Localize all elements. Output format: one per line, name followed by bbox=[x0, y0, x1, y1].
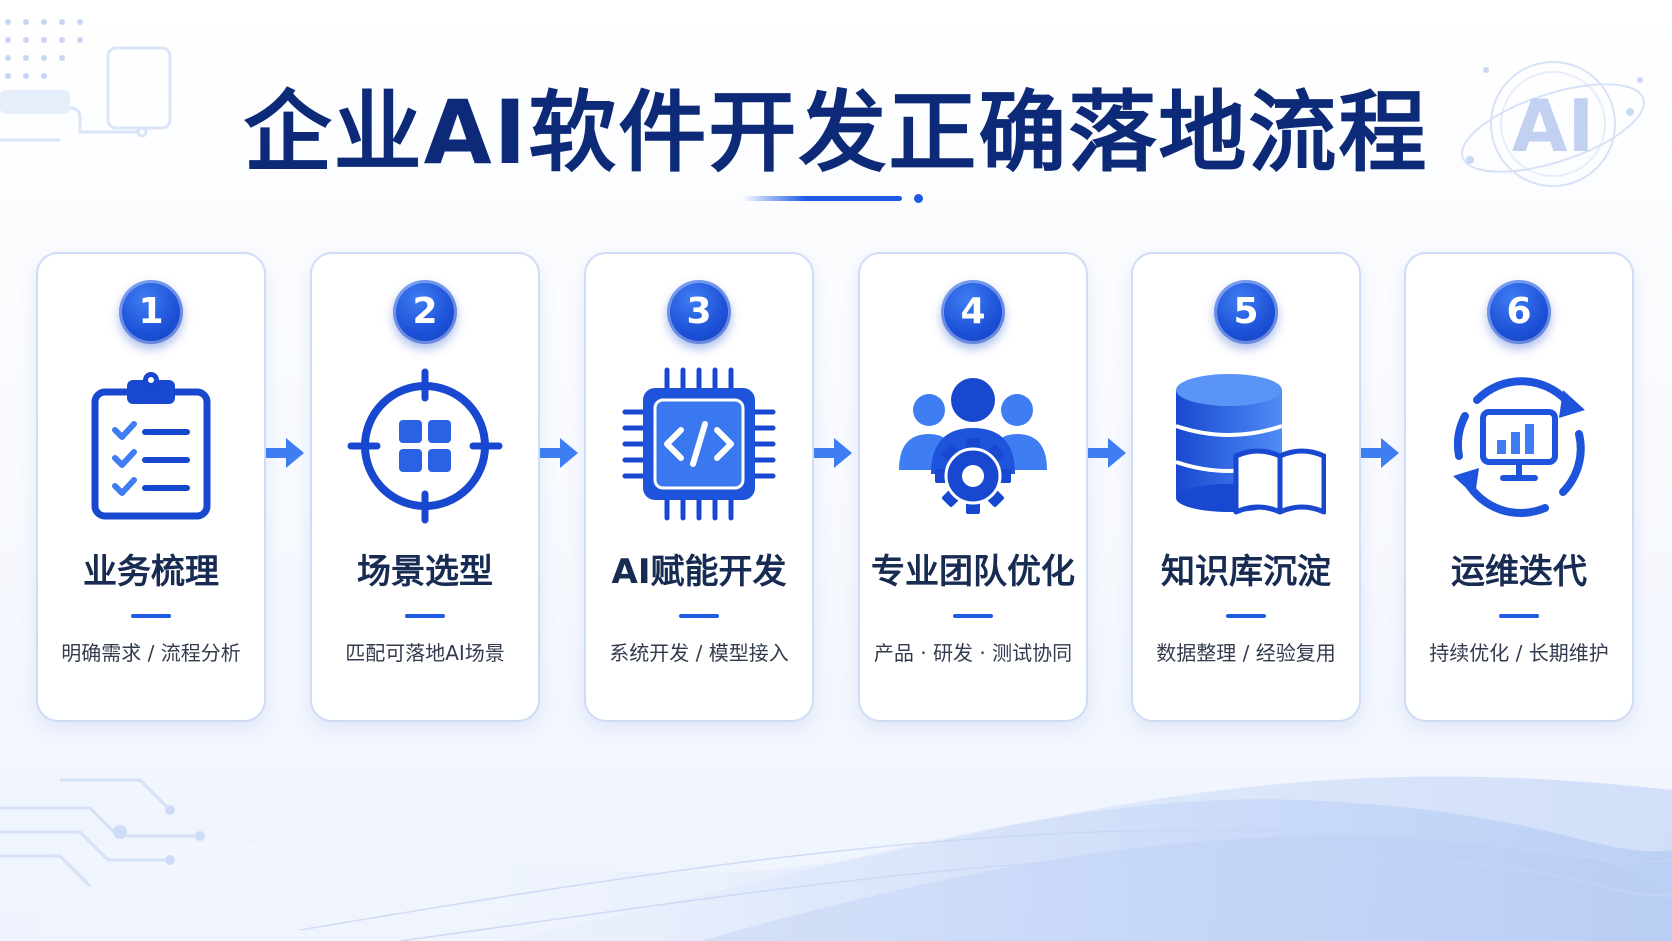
step-card-4: 4 bbox=[858, 252, 1088, 722]
title-dot bbox=[914, 194, 923, 203]
step-title: 专业团队优化 bbox=[871, 552, 1075, 592]
step-divider bbox=[953, 614, 993, 618]
clipboard-checklist-icon bbox=[71, 364, 231, 524]
step-card-1: 1 业务梳理 明确需求 / 流程分析 bbox=[36, 252, 266, 722]
ai-badge-icon: AI bbox=[1478, 58, 1628, 190]
database-book-icon bbox=[1166, 364, 1326, 524]
step-card-6: 6 运维迭代 持续优化 / 长期维护 bbox=[1404, 252, 1634, 722]
step-title: 运维迭代 bbox=[1451, 552, 1587, 592]
step-card-5: 5 知识库沉淀 数据整理 / 经验复用 bbox=[1131, 252, 1361, 722]
step-subtitle: 产品 · 研发 · 测试协同 bbox=[873, 641, 1073, 665]
step-subtitle: 系统开发 / 模型接入 bbox=[609, 641, 789, 665]
step-title: AI赋能开发 bbox=[611, 552, 787, 592]
target-grid-icon bbox=[345, 364, 505, 524]
step-divider bbox=[405, 614, 445, 618]
step-subtitle: 明确需求 / 流程分析 bbox=[61, 641, 241, 665]
step-title: 知识库沉淀 bbox=[1161, 552, 1331, 592]
step-number-badge: 3 bbox=[667, 280, 731, 344]
step-number-badge: 4 bbox=[941, 280, 1005, 344]
step-divider bbox=[131, 614, 171, 618]
title-underline bbox=[742, 196, 902, 201]
page-title: 企业AI软件开发正确落地流程 bbox=[243, 81, 1429, 184]
step-title: 业务梳理 bbox=[83, 552, 219, 592]
arrow-right-icon bbox=[266, 438, 304, 468]
step-card-3: 3 AI赋能开发 系统开发 / 模型接入 bbox=[584, 252, 814, 722]
chip-code-icon bbox=[619, 364, 779, 524]
step-subtitle: 持续优化 / 长期维护 bbox=[1429, 641, 1609, 665]
step-card-2: 2 场景选型 匹配可落地AI场景 bbox=[310, 252, 540, 722]
step-divider bbox=[679, 614, 719, 618]
cycle-monitor-icon bbox=[1439, 364, 1599, 524]
step-title: 场景选型 bbox=[357, 552, 493, 592]
step-subtitle: 匹配可落地AI场景 bbox=[345, 641, 505, 665]
step-divider bbox=[1499, 614, 1539, 618]
step-number-badge: 6 bbox=[1487, 280, 1551, 344]
arrow-right-icon bbox=[540, 438, 578, 468]
step-number-badge: 1 bbox=[119, 280, 183, 344]
step-number-badge: 2 bbox=[393, 280, 457, 344]
step-divider bbox=[1226, 614, 1266, 618]
team-gear-icon bbox=[893, 364, 1053, 524]
step-subtitle: 数据整理 / 经验复用 bbox=[1156, 641, 1336, 665]
step-number-badge: 5 bbox=[1214, 280, 1278, 344]
ai-badge-text: AI bbox=[1511, 84, 1595, 168]
arrow-right-icon bbox=[1361, 438, 1399, 468]
arrow-right-icon bbox=[1088, 438, 1126, 468]
arrow-right-icon bbox=[814, 438, 852, 468]
